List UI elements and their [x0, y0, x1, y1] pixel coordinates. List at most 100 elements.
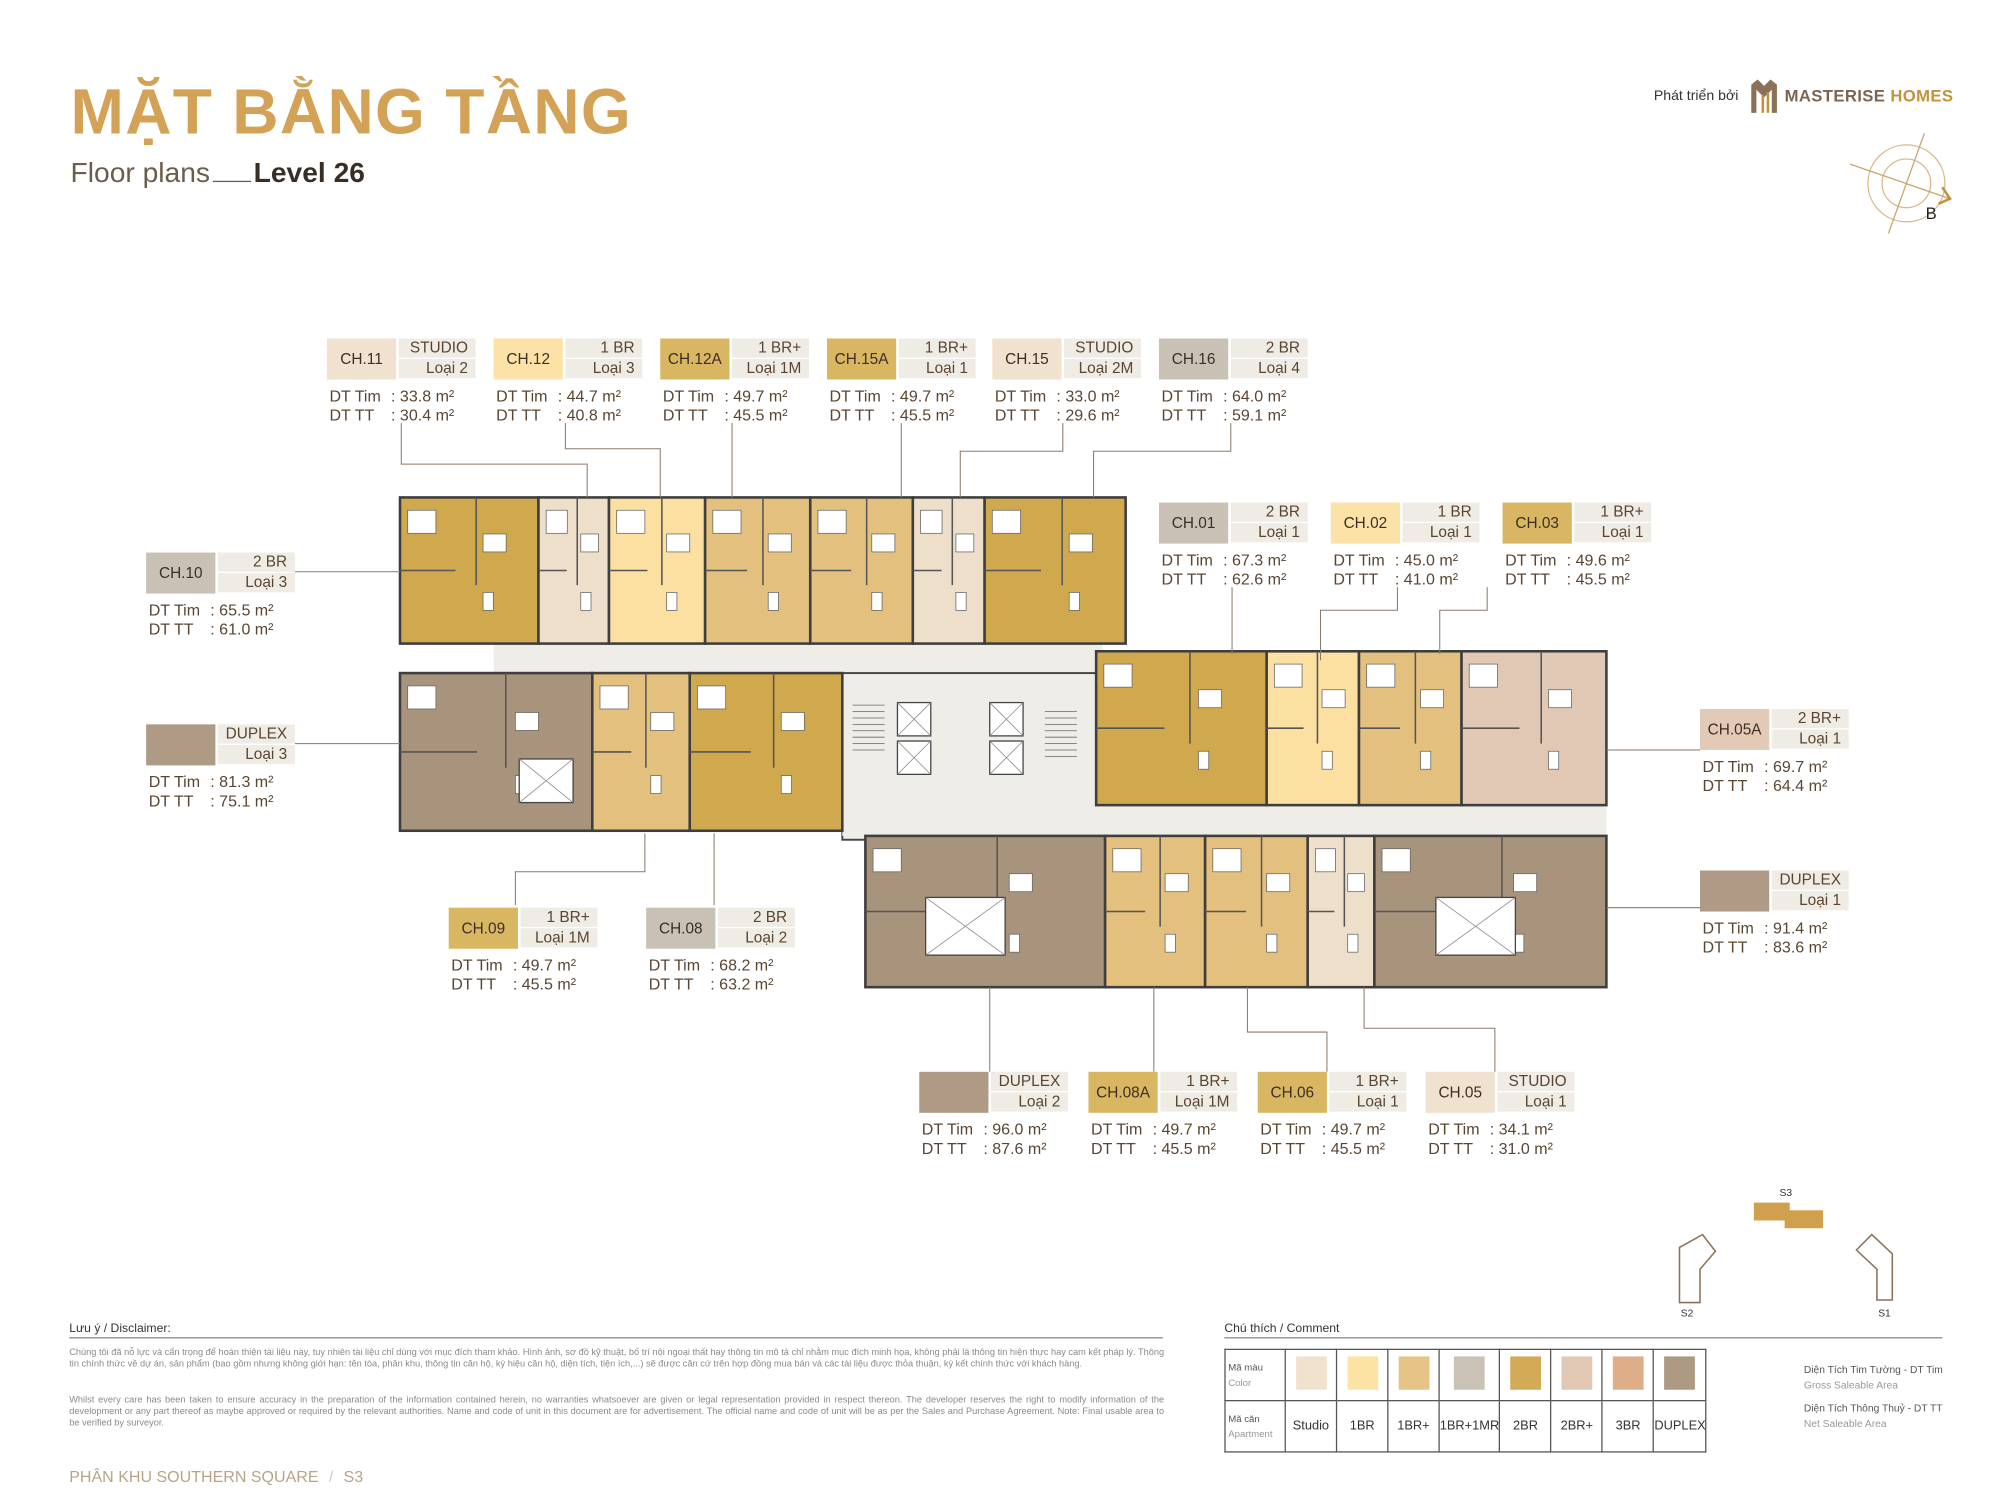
gross-area-label: DT Tim: [1161, 551, 1213, 570]
unit-net-area-row: DT TT: 61.0 m²: [146, 621, 295, 640]
unit-variant: Loại 1: [1402, 523, 1480, 543]
unit-type: 1 BR: [565, 338, 643, 358]
legend-swatch: [1454, 1356, 1485, 1390]
net-area-value: : 75.1 m²: [210, 792, 274, 811]
gross-area-label: DT Tim: [1091, 1120, 1143, 1139]
gross-area-label: DT Tim: [1702, 919, 1754, 938]
gross-area-value: : 64.0 m²: [1223, 387, 1287, 406]
unit-gross-area-row: DT Tim: 96.0 m²: [919, 1121, 1068, 1140]
unit-net-area-row: DT TT: 45.5 m²: [827, 406, 976, 425]
compass-label: B: [1925, 203, 1937, 224]
unit-type-block: 1 BR+Loại 1: [1574, 502, 1652, 544]
leader-line: [564, 423, 661, 498]
footer-zone: PHÂN KHU SOUTHERN SQUARE: [69, 1467, 319, 1486]
key-plan-s3-label: S3: [1779, 1187, 1793, 1199]
net-area-label: DT TT: [148, 792, 194, 811]
gross-area-label: DT Tim: [148, 773, 201, 792]
unit-gross-area-row: DT Tim: 49.7 m²: [449, 956, 598, 975]
unit-type-block: 1 BR+Loại 1: [898, 338, 976, 379]
unit-type-block: 1 BR+Loại 1M: [1160, 1071, 1238, 1113]
legend-swatch: [1295, 1356, 1327, 1390]
bed-icon: [616, 509, 646, 534]
legend-apt-label-en: Apartment: [1228, 1427, 1273, 1440]
gross-area-value: : 44.7 m²: [557, 387, 621, 406]
void-cross: [1435, 897, 1516, 956]
unit-type: 1 BR: [1402, 502, 1480, 522]
unit-type: 1 BR+: [1574, 502, 1652, 522]
unit-type: DUPLEX: [991, 1071, 1068, 1092]
unit-type-block: 1 BR+Loại 1: [1329, 1071, 1407, 1113]
dining-table-icon: [1347, 933, 1359, 953]
unit-code: CH.08: [646, 907, 716, 949]
unit-gross-area-row: DT Tim: 68.2 m²: [646, 956, 795, 975]
unit-type: 1 BR+: [1329, 1071, 1407, 1092]
bed-icon: [1273, 663, 1303, 688]
footer-breadcrumb: PHÂN KHU SOUTHERN SQUARE/S3: [69, 1468, 363, 1486]
legend-swatch: [1398, 1356, 1429, 1390]
unit-variant: Loại 1: [1771, 729, 1849, 749]
dining-table-icon: [580, 592, 592, 611]
bed-icon: [1103, 663, 1133, 688]
key-plan-s2-label: S2: [1680, 1307, 1694, 1320]
dining-table-icon: [1321, 750, 1333, 770]
gross-area-label: DT Tim: [921, 1120, 974, 1139]
bed-icon: [1112, 848, 1142, 873]
net-area-label: DT TT: [1505, 570, 1550, 589]
net-area-label: DT TT: [829, 406, 875, 425]
net-area-label: DT TT: [1428, 1139, 1474, 1158]
developer-prefix: Phát triển bởi: [1653, 88, 1739, 104]
elevator-cross: [897, 702, 932, 737]
unit-net-area-row: DT TT: 30.4 m²: [327, 406, 476, 425]
net-area-label: DT TT: [496, 406, 541, 425]
unit-gross-area-row: DT Tim: 49.7 m²: [827, 387, 976, 406]
unit-variant: Loại 1: [1230, 523, 1308, 543]
unit-net-area-row: DT TT: 45.5 m²: [1503, 571, 1652, 590]
unit-code: CH.01: [1158, 502, 1229, 544]
net-area-value: : 41.0 m²: [1394, 570, 1459, 589]
sofa-icon: [482, 533, 507, 553]
legend-color-label-vi: Mã màu: [1228, 1360, 1263, 1373]
legend-swatch: [1510, 1356, 1541, 1390]
net-area-value: : 45.5 m²: [1152, 1139, 1216, 1158]
unit-variant: Loại 1M: [1160, 1092, 1238, 1112]
gross-area-label: DT Tim: [451, 956, 503, 975]
unit-type: 1 BR+: [1160, 1071, 1238, 1092]
unit-variant: Loại 4: [1230, 358, 1308, 379]
leader-line: [514, 833, 646, 906]
net-area-value: : 45.5 m²: [724, 406, 788, 425]
bed-icon: [407, 509, 437, 534]
